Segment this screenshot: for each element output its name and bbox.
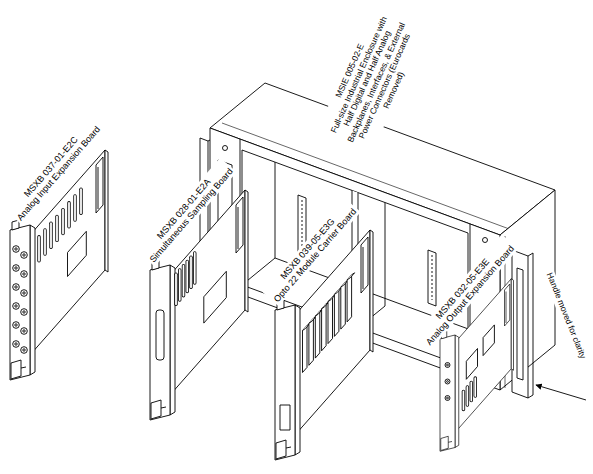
chip (68, 231, 87, 276)
component (470, 383, 473, 401)
bnc-connector (21, 271, 28, 278)
opto-module (347, 273, 355, 280)
component (462, 391, 465, 409)
bnc-connector (15, 324, 17, 326)
bnc-connector (15, 267, 17, 269)
analog-input-card (10, 150, 108, 380)
resistor (55, 216, 58, 240)
panel-connector (280, 405, 290, 430)
resistor-pack (189, 257, 192, 287)
resistor-pack (186, 261, 188, 291)
bnc-connector (21, 252, 28, 259)
resistor-pack (178, 270, 181, 300)
resistor-pack (190, 257, 192, 287)
bnc-connector (15, 305, 17, 307)
resistor (50, 223, 52, 247)
component (466, 387, 468, 405)
bnc-connector (13, 303, 20, 310)
bnc-connector (21, 309, 28, 316)
opto-module (315, 311, 320, 358)
bnc-connector (21, 328, 28, 335)
d-sub-connector (156, 310, 164, 360)
opto-module (309, 318, 314, 365)
resistor (43, 230, 46, 254)
resistor (49, 223, 52, 247)
bnc-connector (15, 248, 17, 250)
enclosure-label: MSIE 005-02-EFull-size Industrial Enclos… (316, 3, 429, 159)
opto-module (341, 282, 346, 329)
bnc-connector (445, 363, 450, 368)
chip (483, 325, 494, 356)
resistor (79, 189, 82, 213)
opto-module (322, 304, 327, 351)
resistor-pack (174, 274, 177, 304)
resistor-pack (175, 274, 177, 304)
bnc-connector (13, 341, 20, 348)
resistor (80, 189, 82, 213)
resistor (67, 203, 70, 227)
resistor-pack (182, 266, 185, 296)
bnc-connector (21, 290, 28, 297)
opto-module (334, 289, 339, 336)
opto-module (303, 325, 308, 372)
component (463, 391, 465, 409)
bnc-connector (15, 286, 17, 288)
bnc-connector (23, 254, 25, 256)
bnc-connector (23, 292, 25, 294)
component (470, 383, 472, 401)
resistor-pack (194, 253, 196, 283)
resistor-pack (186, 261, 189, 291)
chip (466, 349, 477, 380)
resistor (74, 196, 76, 220)
resistor-pack (179, 270, 181, 300)
component (466, 387, 469, 405)
bnc-connector (13, 265, 20, 272)
opto-module (347, 275, 352, 322)
bnc-connector (23, 273, 25, 275)
enclosure (200, 83, 586, 400)
chip (204, 271, 227, 323)
bnc-connector (23, 330, 25, 332)
resistor (62, 210, 64, 234)
resistor (44, 230, 46, 254)
opto-module (328, 297, 333, 344)
bnc-connector (23, 311, 25, 313)
resistor (56, 216, 58, 240)
bnc-connector (447, 381, 449, 383)
resistor (38, 237, 40, 261)
resistor (73, 196, 76, 220)
bnc-connector (23, 349, 25, 351)
bnc-connector (447, 364, 449, 366)
bnc-connector (21, 347, 28, 354)
bnc-connector (13, 322, 20, 329)
bnc-connector (15, 343, 17, 345)
component (474, 378, 477, 396)
bnc-connector (445, 396, 450, 401)
bnc-connector (13, 246, 20, 253)
bnc-connector (445, 379, 450, 384)
resistor-pack (193, 253, 196, 283)
resistor (68, 203, 70, 227)
component (474, 378, 476, 396)
card-components (13, 189, 495, 430)
resistor (37, 237, 40, 261)
resistor (61, 210, 64, 234)
bnc-connector (13, 284, 20, 291)
bnc-connector (447, 397, 449, 399)
resistor-pack (183, 266, 185, 296)
